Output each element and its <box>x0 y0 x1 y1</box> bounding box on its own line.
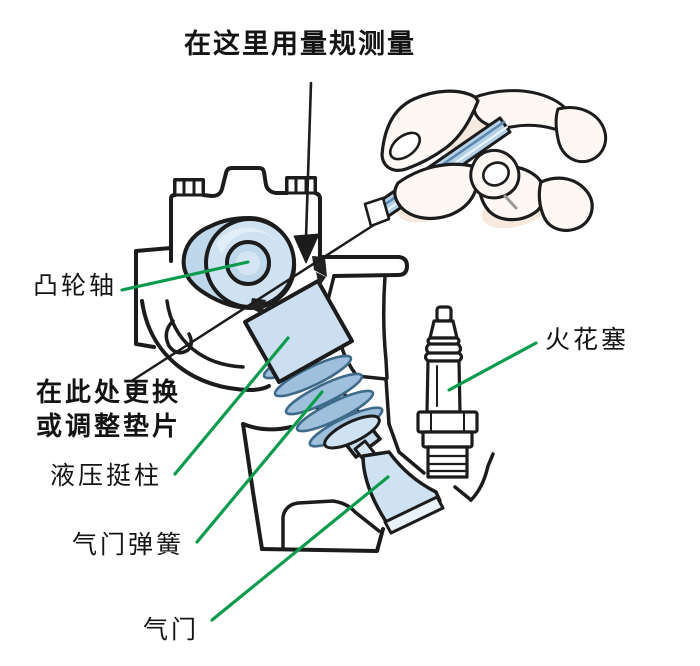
leader-camshaft <box>120 260 250 292</box>
bore-hook-detail <box>164 319 193 355</box>
plug-ribs <box>423 336 464 363</box>
label-shim-note-line1: 在此处更换 <box>36 377 182 407</box>
index-finger-band <box>393 162 480 220</box>
label-shim-note-line2: 或调整垫片 <box>36 410 182 441</box>
plug-well-left-edge <box>387 422 426 475</box>
hand-holding-gauge <box>363 89 608 232</box>
thumbnail <box>388 131 422 161</box>
leader-spring <box>195 390 324 544</box>
head-right-ledge <box>320 255 409 278</box>
lifter-bore-inner-arc <box>165 299 245 369</box>
cap-bolt-left <box>173 178 205 197</box>
plug-flange <box>421 430 474 449</box>
label-camshaft: 凸轮轴 <box>33 272 118 300</box>
label-hydraulic-lifter: 液压挺柱 <box>50 462 163 490</box>
spark-plug <box>416 305 479 479</box>
lower-body-left <box>241 422 264 551</box>
valvetrain-parts <box>243 279 445 535</box>
head-channel-step <box>355 374 391 426</box>
ring-finger-band <box>537 176 594 232</box>
cap-bolt-right <box>285 176 317 195</box>
leader-lines <box>120 260 538 622</box>
spring-retainer <box>323 414 381 450</box>
gauge-handle-end-cap <box>363 196 391 228</box>
head-surface-curve <box>469 452 495 502</box>
leader-spark-plug <box>447 341 538 392</box>
index-fingernail <box>482 161 510 187</box>
plug-threads <box>426 445 469 479</box>
far-fingertip <box>554 106 608 164</box>
leader-lifter <box>173 336 290 476</box>
lower-body-top <box>241 422 293 432</box>
feeler-gauge-blade <box>131 219 382 382</box>
nail-highlight <box>503 194 518 210</box>
measure-instruction-label: 在这里用量规测量 <box>184 29 416 59</box>
valve-face <box>383 495 445 535</box>
seat-line-right <box>453 485 473 502</box>
plug-terminal <box>435 305 453 323</box>
measurement-arrow-icon <box>293 81 320 264</box>
plug-hex <box>416 410 479 434</box>
lifter-bore-outer-arc <box>140 299 271 392</box>
head-left-wall <box>134 246 173 349</box>
label-valve: 气门 <box>143 616 200 644</box>
plug-neck <box>428 319 459 340</box>
cam-highlight <box>216 227 283 255</box>
label-shim-note: 在此处更换 或调整垫片 <box>36 376 181 444</box>
head-channel-right <box>381 274 389 380</box>
label-valve-spring: 气门弹簧 <box>72 531 185 559</box>
leader-valve <box>210 475 390 622</box>
lower-body-bottom <box>260 527 385 553</box>
label-spark-plug: 火花塞 <box>545 326 630 354</box>
